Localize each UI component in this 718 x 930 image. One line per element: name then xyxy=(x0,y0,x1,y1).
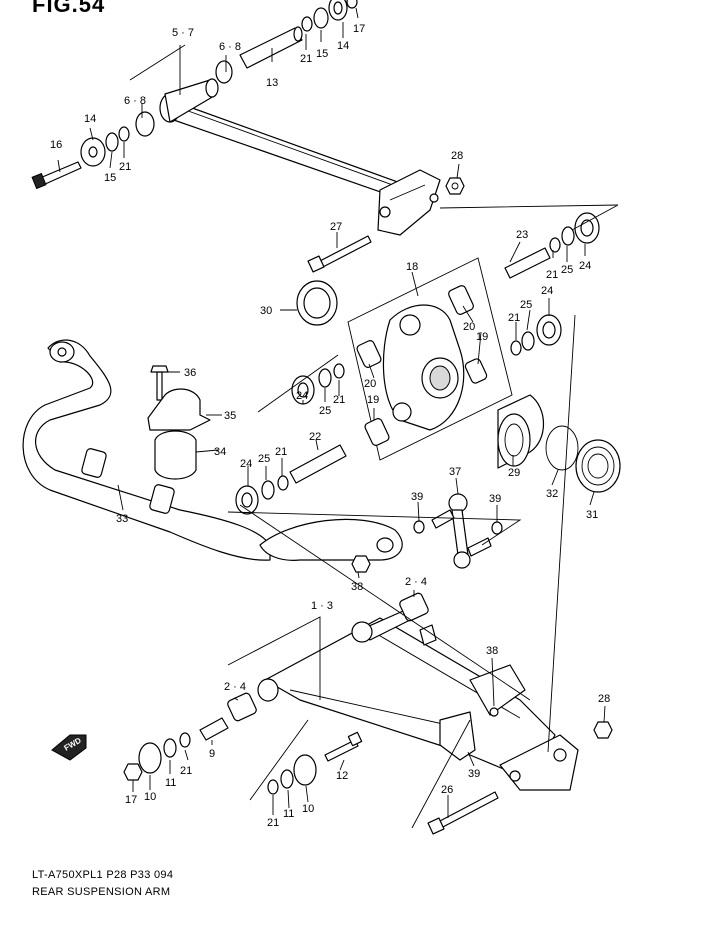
callout-10b: 10 xyxy=(302,803,314,815)
callout-28b: 28 xyxy=(598,693,610,705)
callout-11b: 11 xyxy=(283,808,294,820)
callout-12: 12 xyxy=(336,770,348,782)
callout-18: 18 xyxy=(406,261,418,273)
callout-30: 30 xyxy=(260,305,272,317)
callout-21f: 21 xyxy=(275,446,287,458)
callout-21c: 21 xyxy=(546,269,558,281)
right-middle-chain xyxy=(510,314,562,356)
callout-5-7: 5 · 7 xyxy=(172,27,194,39)
lower-middle-chain xyxy=(235,444,347,515)
carrier-bracket-frame xyxy=(347,257,513,461)
callout-1-3: 1 · 3 xyxy=(311,600,333,612)
callout-24c: 24 xyxy=(296,390,308,402)
upper-bushing-chain xyxy=(215,0,358,84)
callout-17a: 17 xyxy=(353,23,365,35)
callout-39a: 39 xyxy=(411,491,423,503)
callout-28a: 28 xyxy=(451,150,463,162)
callout-32: 32 xyxy=(546,488,558,500)
callout-23: 23 xyxy=(516,229,528,241)
figure-code-line: LT-A750XPL1 P28 P33 094 xyxy=(32,869,174,881)
callout-25b: 25 xyxy=(520,299,532,311)
callout-16: 16 xyxy=(50,139,62,151)
callout-21a: 21 xyxy=(300,53,312,65)
callout-14b: 14 xyxy=(84,113,96,125)
callout-17b: 17 xyxy=(125,794,137,806)
callout-26: 26 xyxy=(441,784,453,796)
callout-29: 29 xyxy=(508,467,520,479)
callout-21d: 21 xyxy=(508,312,520,324)
callout-25a: 25 xyxy=(561,264,573,276)
callout-22: 22 xyxy=(309,431,321,443)
callout-11a: 11 xyxy=(165,777,176,789)
callout-19b: 19 xyxy=(367,394,379,406)
callout-13: 13 xyxy=(266,77,278,89)
callout-25c: 25 xyxy=(319,405,331,417)
callout-2-4b: 2 · 4 xyxy=(224,681,246,693)
callout-38a: 38 xyxy=(351,581,363,593)
bearing-assembly xyxy=(497,394,621,493)
stabilizer-bar xyxy=(22,339,403,561)
callout-2-4a: 2 · 4 xyxy=(405,576,427,588)
callout-34: 34 xyxy=(214,446,226,458)
callout-25d: 25 xyxy=(258,453,270,465)
callout-33: 33 xyxy=(116,513,128,525)
callout-24b: 24 xyxy=(541,285,553,297)
callout-24a: 24 xyxy=(579,260,591,272)
stabilizer-link xyxy=(351,493,503,573)
stabilizer-mount xyxy=(147,365,211,480)
callout-19a: 19 xyxy=(476,331,488,343)
callout-10a: 10 xyxy=(144,791,156,803)
callout-21g: 21 xyxy=(180,765,192,777)
upper-crossbar xyxy=(159,78,441,236)
callout-21b: 21 xyxy=(119,161,131,173)
callout-36: 36 xyxy=(184,367,196,379)
callout-39b: 39 xyxy=(489,493,501,505)
lower-arm-hardware xyxy=(123,592,613,835)
callout-39c: 39 xyxy=(468,768,480,780)
callout-15b: 15 xyxy=(104,172,116,184)
figure-caption: REAR SUSPENSION ARM xyxy=(32,886,171,898)
callout-9: 9 xyxy=(209,748,215,760)
left-bolt-chain xyxy=(31,111,155,190)
callout-37: 37 xyxy=(449,466,461,478)
bolt-27-nut-28 xyxy=(307,177,465,273)
callout-21h: 21 xyxy=(267,817,279,829)
callout-6-8b: 6 · 8 xyxy=(124,95,146,107)
fwd-direction-badge: FWD xyxy=(51,734,87,761)
callout-27: 27 xyxy=(330,221,342,233)
callout-24d: 24 xyxy=(240,458,252,470)
callout-20b: 20 xyxy=(364,378,376,390)
seal-30 xyxy=(296,280,338,326)
callout-35: 35 xyxy=(224,410,236,422)
left-middle-chain xyxy=(291,363,345,405)
callout-20a: 20 xyxy=(463,321,475,333)
callout-14a: 14 xyxy=(337,40,349,52)
callout-21e: 21 xyxy=(333,394,345,406)
figure-title: FIG.54 xyxy=(32,0,106,17)
callout-38b: 38 xyxy=(486,645,498,657)
callout-15a: 15 xyxy=(316,48,328,60)
leader-lines xyxy=(57,7,619,829)
callout-31: 31 xyxy=(586,509,598,521)
callout-6-8a: 6 · 8 xyxy=(219,41,241,53)
right-upper-chain xyxy=(504,212,600,279)
